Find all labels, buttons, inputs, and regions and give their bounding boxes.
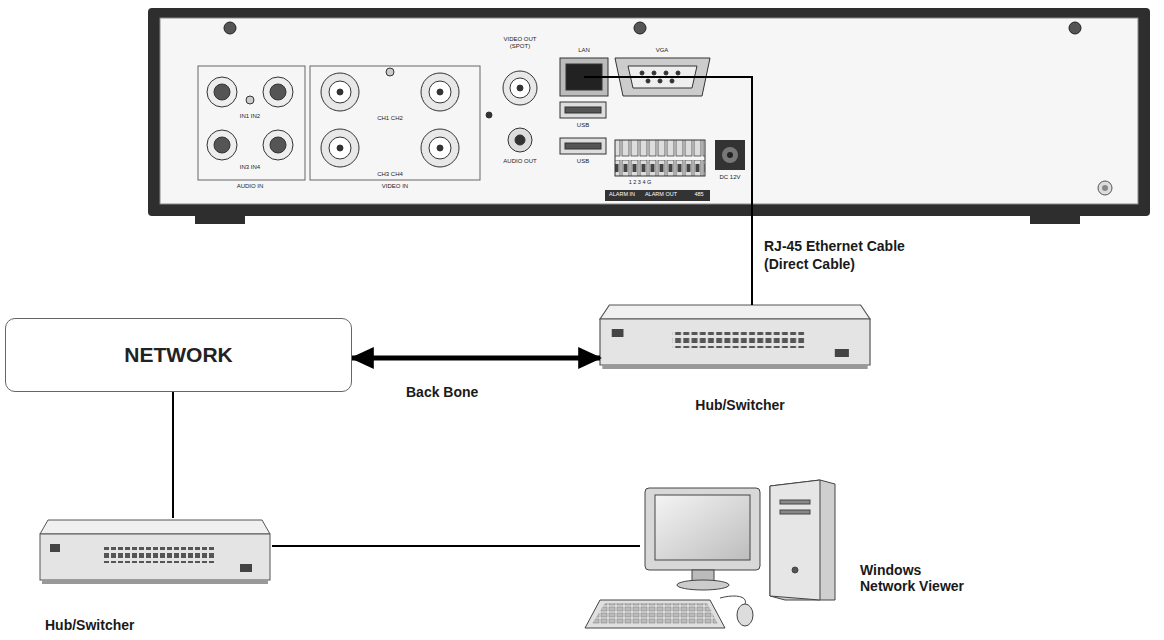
lan-cable bbox=[584, 77, 752, 216]
backbone-arrow bbox=[352, 356, 600, 361]
port-label: 1 2 3 4 G bbox=[629, 179, 652, 185]
network-cable bbox=[751, 216, 753, 305]
port-label: VGA bbox=[656, 47, 669, 54]
port-label: ALARM IN bbox=[609, 191, 635, 197]
hub-label: Hub/Switcher bbox=[45, 617, 134, 633]
hub-illustration bbox=[40, 520, 270, 584]
hub-switch: Hub/Switcher bbox=[600, 305, 870, 417]
port-label: IN1 IN2 bbox=[240, 113, 260, 120]
computer-illustration bbox=[585, 480, 835, 628]
port-label: IN3 IN4 bbox=[240, 164, 260, 171]
video-in-bnc bbox=[310, 66, 480, 180]
network-cable bbox=[172, 392, 174, 518]
port-label: USB bbox=[577, 122, 589, 129]
video-out-audio-out bbox=[486, 71, 537, 152]
hub-label: Hub/Switcher bbox=[695, 397, 784, 413]
port-label: 485 bbox=[694, 191, 703, 197]
port-label: VIDEO IN bbox=[382, 183, 408, 190]
terminal-block bbox=[605, 140, 745, 201]
network-box: NETWORK bbox=[5, 318, 352, 392]
port-label: DC 12V bbox=[719, 174, 740, 181]
port-label: USB bbox=[577, 158, 589, 165]
port-label: LAN bbox=[578, 47, 590, 54]
edge-label: Back Bone bbox=[406, 384, 478, 402]
dvr-housing bbox=[148, 8, 1150, 224]
network-label: NETWORK bbox=[124, 343, 233, 367]
port-label: AUDIO IN bbox=[237, 183, 264, 190]
port-label: CH3 CH4 bbox=[377, 171, 403, 178]
port-label: ALARM OUT bbox=[645, 191, 677, 197]
audio-in-jacks bbox=[198, 66, 305, 180]
port-label: VIDEO OUT (SPOT) bbox=[503, 36, 537, 50]
pc-label: Windows Network Viewer bbox=[860, 562, 972, 594]
hub-illustration bbox=[600, 305, 870, 369]
port-label: CH1 CH2 bbox=[377, 115, 403, 122]
edge-label: RJ-45 Ethernet Cable (Direct Cable) bbox=[764, 238, 949, 273]
dvr-rear-panel: IN1 IN2IN3 IN4AUDIO INCH1 CH2CH3 CH4VIDE… bbox=[148, 8, 1150, 216]
hub-switch: Hub/Switcher bbox=[40, 518, 272, 636]
port-label: AUDIO OUT bbox=[503, 158, 536, 165]
network-viewer-pc: Windows Network Viewer bbox=[640, 478, 985, 603]
network-cable bbox=[272, 545, 640, 547]
